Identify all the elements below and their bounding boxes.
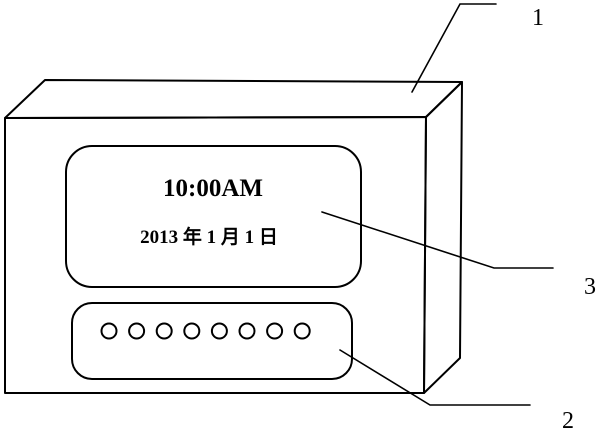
display-time: 10:00AM: [163, 175, 263, 202]
keypad-button: [210, 322, 228, 340]
callout-label-housing: 1: [532, 5, 544, 31]
display-screen: 10:00AM 2013 年 1 月 1 日: [65, 145, 362, 288]
housing-side-face: [423, 81, 463, 394]
keypad-button: [238, 322, 256, 340]
keypad-button: [128, 322, 146, 340]
callout-label-keypad: 2: [562, 408, 574, 434]
keypad-buttons: [100, 322, 311, 340]
keypad-button: [293, 322, 311, 340]
device-housing: [4, 79, 463, 394]
keypad-button: [266, 322, 284, 340]
housing-top-face: [4, 79, 463, 119]
callout-label-display: 3: [584, 274, 596, 300]
display-frame: [65, 145, 362, 288]
keypad-button: [100, 322, 118, 340]
display-date: 2013 年 1 月 1 日: [140, 225, 278, 248]
housing-front-face: [4, 116, 427, 394]
keypad-button: [155, 322, 173, 340]
callout-leader-housing: [411, 3, 497, 93]
callout-leader-keypad: [339, 349, 531, 406]
keypad-panel: [71, 302, 353, 380]
callout-leader-display: [321, 211, 554, 269]
callout-leaders: [321, 3, 554, 406]
keypad-frame: [71, 302, 353, 380]
keypad-button: [183, 322, 201, 340]
callout-labels: 1 3 2: [532, 5, 596, 434]
